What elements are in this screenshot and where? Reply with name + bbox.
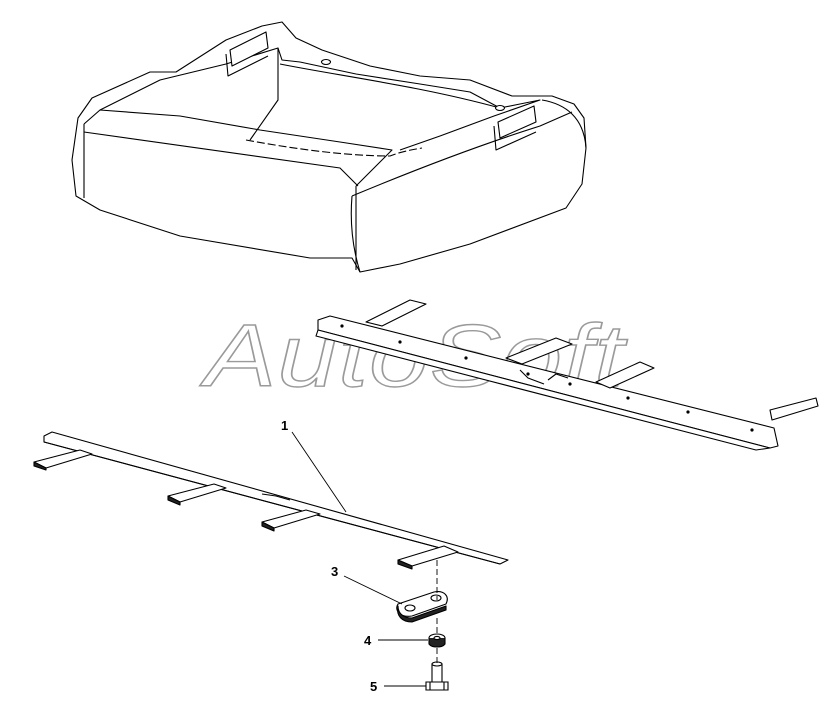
callout-1: 1: [281, 418, 347, 513]
rail-lower-tab: [33, 449, 459, 570]
part-bolt: [425, 661, 449, 691]
callout-5: 5: [370, 679, 426, 694]
part-nut: [428, 633, 446, 648]
callout-4: 4: [364, 633, 428, 648]
callout-5-label: 5: [370, 679, 377, 694]
seat-cushion: [71, 21, 587, 273]
part-plate: [396, 591, 448, 623]
callout-3-label: 3: [331, 564, 338, 579]
callout-4-label: 4: [364, 633, 372, 648]
rail-upper-tab: [365, 299, 819, 421]
callout-1-label: 1: [281, 418, 288, 433]
rail-lower: [33, 431, 509, 570]
callout-3: 3: [331, 564, 403, 605]
rail-upper: [315, 299, 819, 451]
